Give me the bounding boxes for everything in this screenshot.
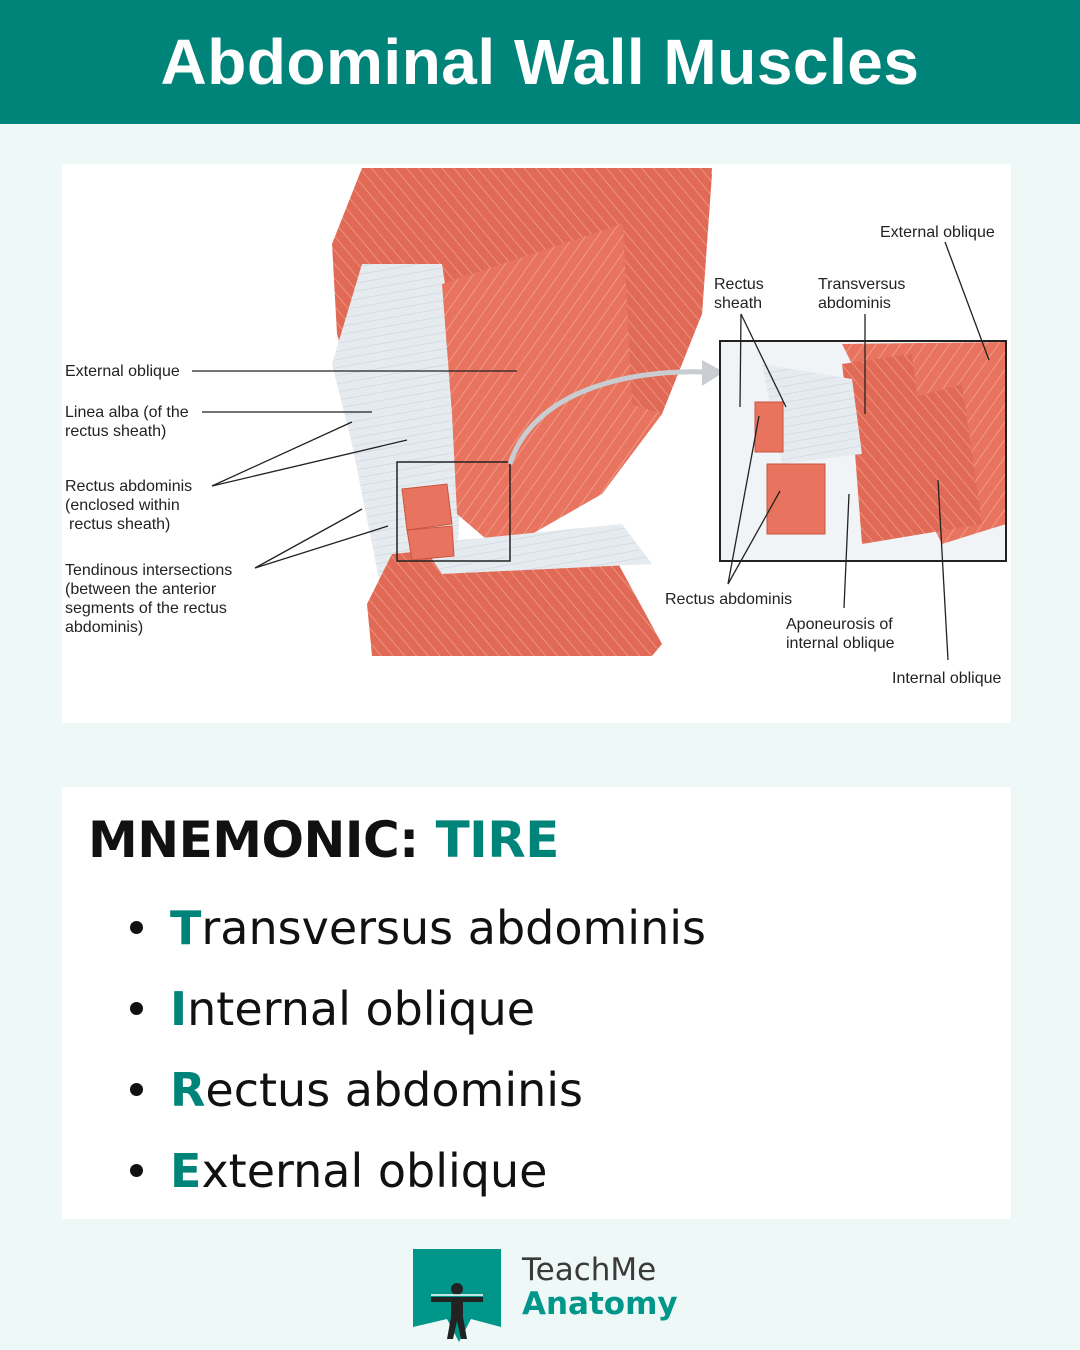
item-initial: E — [170, 1143, 202, 1198]
mnemonic-word: TIRE — [435, 811, 560, 869]
anatomy-diagram: External oblique Linea alba (of the rect… — [62, 164, 1011, 723]
mnemonic-heading: MNEMONIC: TIRE — [88, 811, 559, 869]
label-rectus-abdominis: Rectus abdominis (enclosed within rectus… — [65, 478, 197, 533]
item-rest: xternal oblique — [201, 1143, 548, 1198]
inset-rectus-lower — [766, 463, 826, 535]
page-title: Abdominal Wall Muscles — [160, 26, 920, 98]
logo-line1: TeachMe — [522, 1252, 657, 1288]
item-initial: T — [170, 900, 202, 955]
mnemonic-label: MNEMONIC: — [88, 811, 419, 869]
diagram-svg: External oblique Linea alba (of the rect… — [65, 168, 1007, 687]
bullet-icon — [130, 921, 143, 934]
item-initial: R — [170, 1062, 206, 1117]
inset-label-internal-oblique: Internal oblique — [892, 670, 1002, 687]
inset-rectus-upper — [754, 401, 784, 453]
logo-line2: Anatomy — [522, 1286, 678, 1322]
inset-illustration — [719, 340, 1007, 562]
inset-transversus — [842, 354, 922, 444]
bullet-icon — [130, 1083, 143, 1096]
torso-illustration — [332, 168, 724, 656]
label-external-oblique: External oblique — [65, 363, 180, 380]
inset-label-transversus: Transversus abdominis — [818, 276, 910, 312]
inset-frame — [719, 340, 1007, 562]
logo-wordmark: TeachMe Anatomy — [522, 1255, 678, 1320]
teachme-logo: TeachMe Anatomy — [411, 1247, 691, 1342]
inset-label-rectus-abdominis: Rectus abdominis — [665, 591, 792, 608]
arrow-head — [702, 360, 724, 386]
serratus-region — [622, 174, 712, 414]
inset-sheath — [762, 364, 862, 464]
external-oblique-muscle — [442, 224, 682, 544]
bullet-icon — [130, 1002, 143, 1015]
inset-label-rectus-sheath: Rectus sheath — [714, 276, 768, 312]
item-rest: nternal oblique — [187, 981, 536, 1036]
label-tendinous-intersections: Tendinous intersections (between the ant… — [65, 562, 237, 636]
rectus-segments — [401, 483, 453, 531]
item-rest: ransversus abdominis — [201, 900, 706, 955]
highlight-box — [396, 461, 511, 562]
inset-label-aponeurosis: Aponeurosis of internal oblique — [786, 616, 897, 652]
item-rest: ectus abdominis — [205, 1062, 584, 1117]
bullet-icon — [130, 1164, 143, 1177]
leader-lines — [192, 241, 990, 661]
figure-logo-icon — [413, 1249, 501, 1342]
inset-label-external-oblique: External oblique — [880, 224, 995, 241]
label-linea-alba: Linea alba (of the rectus sheath) — [65, 404, 193, 440]
title-banner: Abdominal Wall Muscles — [0, 0, 1080, 124]
item-initial: I — [170, 981, 188, 1036]
arrow-curve — [507, 369, 708, 465]
